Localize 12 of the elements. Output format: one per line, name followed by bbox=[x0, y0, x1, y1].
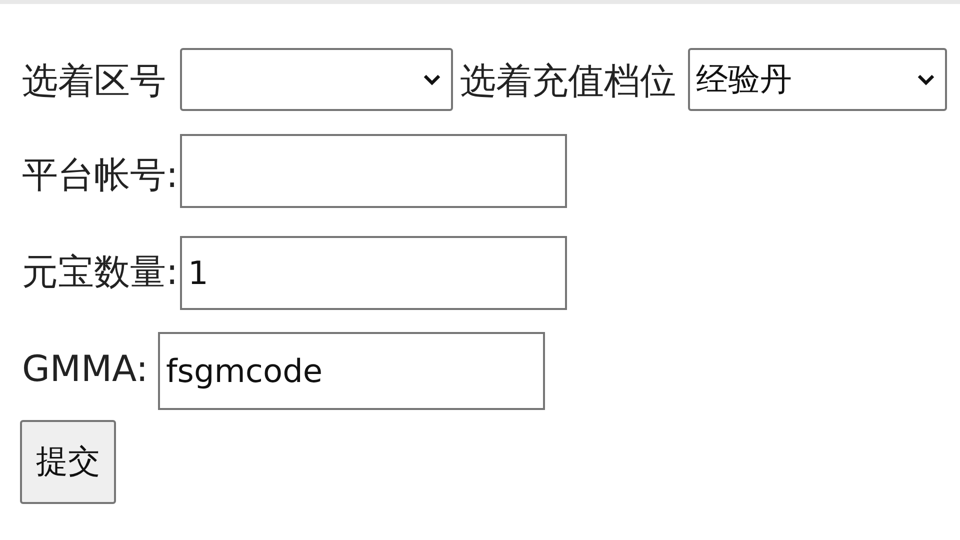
dropdown-select bbox=[180, 48, 453, 111]
field-label: GMMA: bbox=[22, 352, 148, 388]
input-field bbox=[180, 134, 567, 208]
field-label: 平台帐号: bbox=[22, 158, 178, 194]
submit-button: 提交 bbox=[20, 420, 116, 504]
field-label: 选着区号 bbox=[22, 64, 166, 100]
dropdown-select bbox=[688, 48, 947, 111]
selected-option: 经验丹 bbox=[696, 58, 792, 102]
field-label: 选着充值档位 bbox=[460, 64, 676, 100]
input-field: 1 bbox=[180, 236, 567, 310]
input-field: fsgmcode bbox=[158, 332, 545, 410]
field-label: 元宝数量: bbox=[22, 255, 178, 291]
